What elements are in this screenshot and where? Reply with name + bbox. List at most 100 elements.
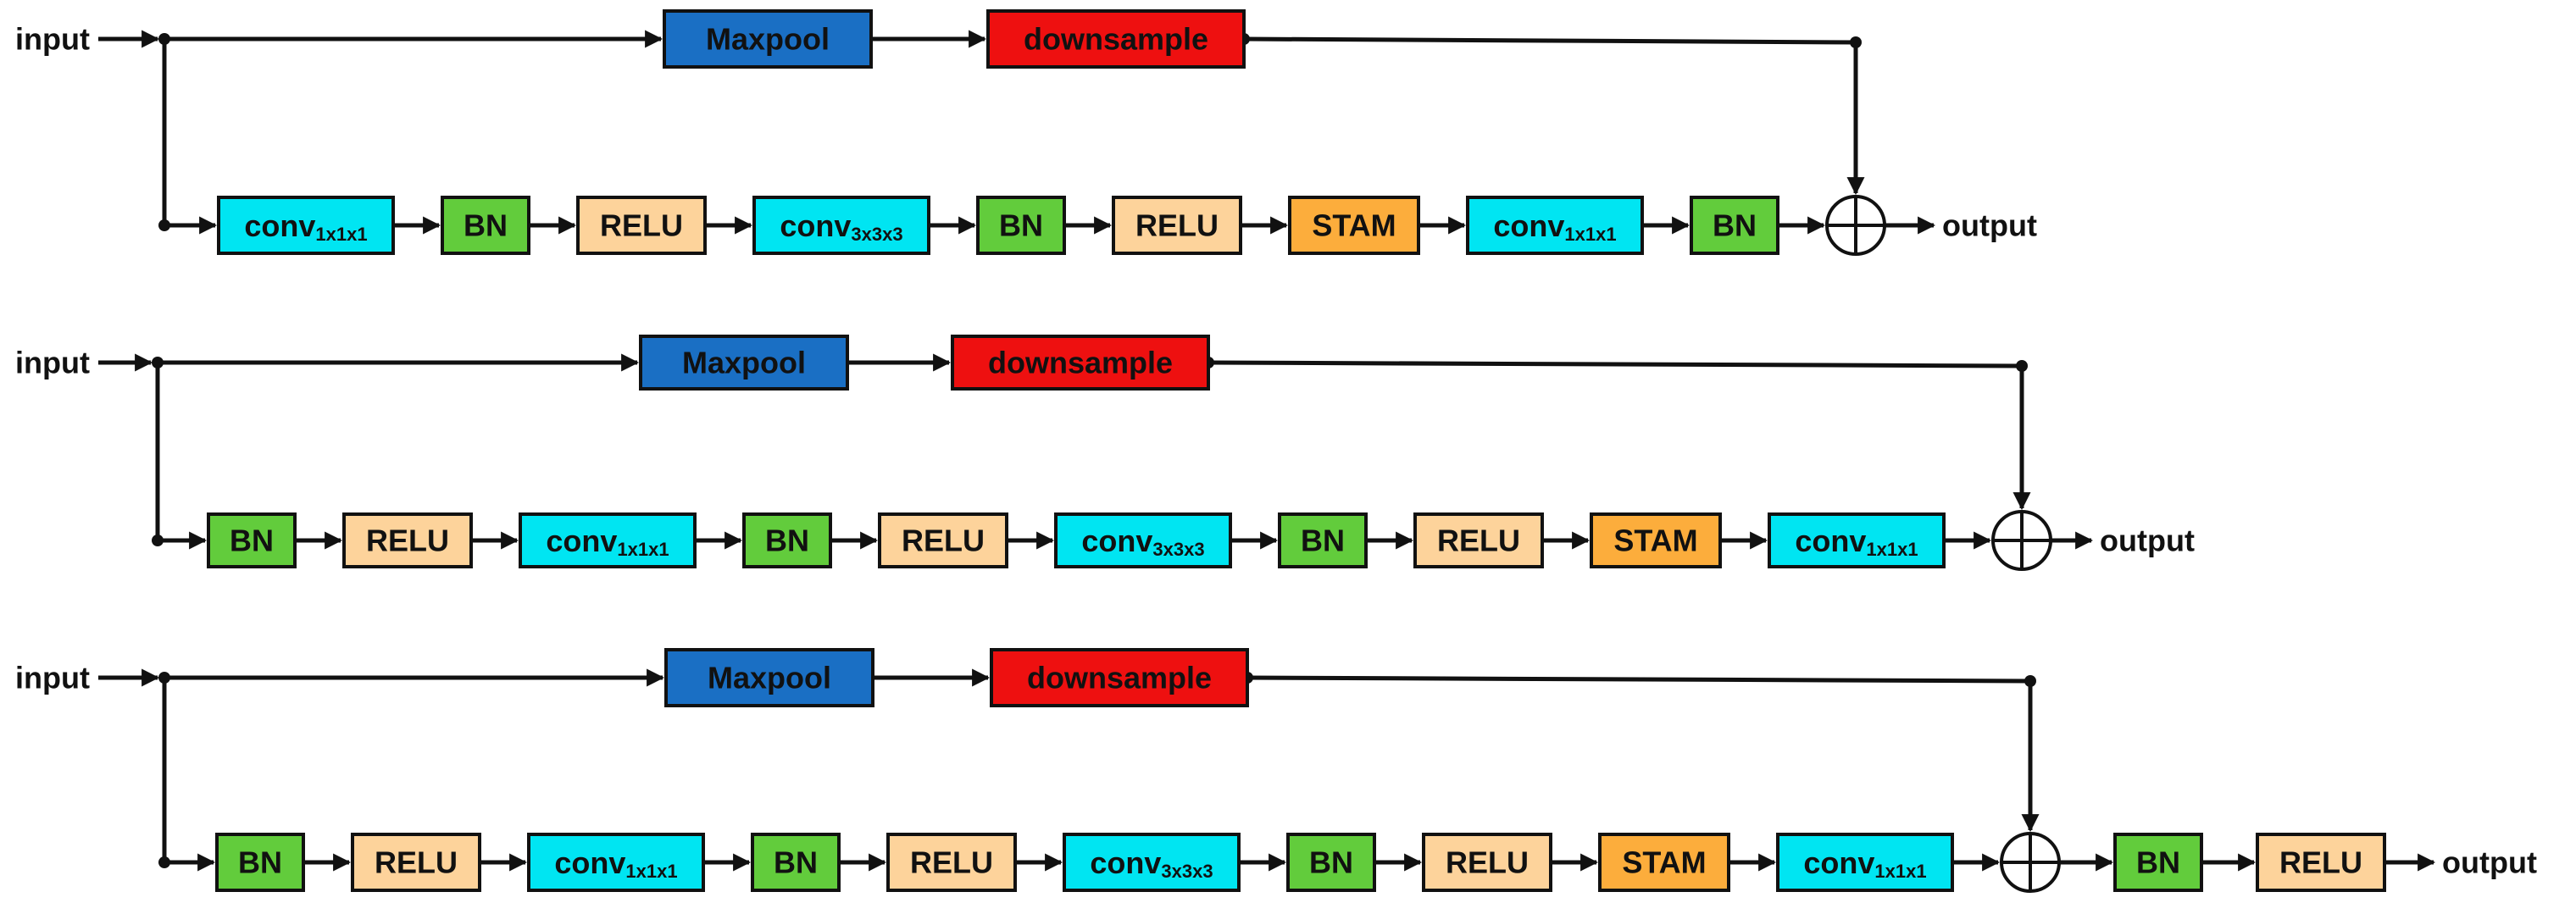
- relu-box: [2256, 833, 2386, 892]
- conv-box: [1063, 833, 1241, 892]
- conv-label: conv1x1x1: [244, 208, 367, 245]
- skip-return-line: [1208, 360, 2023, 368]
- bn-block: BN: [1690, 196, 1779, 255]
- maxpool-box: [663, 9, 873, 69]
- maxpool-box: [639, 335, 849, 391]
- conv-main-text: conv: [244, 208, 315, 243]
- relu-box: [576, 196, 707, 255]
- relu-box: [1413, 512, 1544, 568]
- relu-box: [1112, 196, 1242, 255]
- conv-subscript: 3x3x3: [851, 224, 902, 245]
- conv-label: conv1x1x1: [1795, 524, 1918, 560]
- conv-label: conv3x3x3: [1081, 524, 1204, 560]
- input-label: input: [15, 22, 90, 57]
- skip-return-line: [1246, 675, 2031, 684]
- relu-box: [878, 512, 1008, 568]
- downsample-box: [990, 648, 1249, 707]
- conv-main-text: conv: [1081, 524, 1152, 558]
- conv-label: conv1x1x1: [1493, 208, 1616, 245]
- stam-box: [1288, 196, 1420, 255]
- relu-label: RELU: [2279, 845, 2362, 880]
- bn-label: BN: [765, 524, 809, 558]
- conv-label: conv1x1x1: [546, 524, 669, 560]
- bn-box: [742, 512, 832, 568]
- relu-block: RELU: [886, 833, 1017, 892]
- stam-box: [1598, 833, 1730, 892]
- relu-block: RELU: [2256, 833, 2386, 892]
- add-operator: [1991, 510, 2052, 571]
- stam-block: STAM: [1598, 833, 1730, 892]
- bn-block: BN: [742, 512, 832, 568]
- conv-main-text: conv: [1795, 524, 1866, 558]
- conv-block: conv1x1x1: [519, 512, 697, 568]
- relu-label: RELU: [1446, 845, 1529, 880]
- conv-label: conv1x1x1: [1803, 845, 1926, 882]
- downsample-label: downsample: [1027, 661, 1212, 695]
- bn-box: [1286, 833, 1376, 892]
- maxpool-block: Maxpool: [664, 648, 874, 707]
- maxpool-block: Maxpool: [639, 335, 849, 391]
- maxpool-block: Maxpool: [663, 9, 873, 69]
- bn-label: BN: [230, 524, 274, 558]
- conv-box: [519, 512, 697, 568]
- add-operator: [1825, 195, 1886, 256]
- bn-box: [1278, 512, 1368, 568]
- conv-box: [527, 833, 705, 892]
- downsample-block: downsample: [951, 335, 1210, 391]
- maxpool-box: [664, 648, 874, 707]
- relu-box: [351, 833, 481, 892]
- output-label: output: [2100, 524, 2195, 558]
- stam-label: STAM: [1613, 524, 1697, 558]
- wires: [98, 30, 2436, 872]
- conv-subscript: 1x1x1: [617, 539, 669, 560]
- bn-block: BN: [1286, 833, 1376, 892]
- conv-block: conv1x1x1: [1768, 512, 1946, 568]
- bn-label: BN: [464, 208, 508, 243]
- stam-label: STAM: [1312, 208, 1396, 243]
- conv-subscript: 1x1x1: [625, 861, 677, 882]
- maxpool-label: Maxpool: [682, 346, 806, 380]
- bn-block: BN: [1278, 512, 1368, 568]
- conv-subscript: 3x3x3: [1152, 539, 1204, 560]
- bn-box: [207, 512, 297, 568]
- bn-label: BN: [1713, 208, 1757, 243]
- bn-box: [1690, 196, 1779, 255]
- maxpool-label: Maxpool: [706, 22, 830, 57]
- downsample-label: downsample: [988, 346, 1173, 380]
- conv-main-text: conv: [1090, 845, 1161, 880]
- downsample-box: [986, 9, 1246, 69]
- bn-block: BN: [441, 196, 530, 255]
- conv-box: [217, 196, 395, 255]
- input-label: input: [15, 346, 90, 380]
- bn-box: [751, 833, 841, 892]
- conv-subscript: 1x1x1: [1874, 861, 1926, 882]
- relu-block: RELU: [878, 512, 1008, 568]
- bn-block: BN: [976, 196, 1066, 255]
- bn-label: BN: [238, 845, 282, 880]
- conv-main-text: conv: [1803, 845, 1874, 880]
- input-label: input: [15, 661, 90, 695]
- conv-label: conv3x3x3: [780, 208, 902, 245]
- relu-block: RELU: [576, 196, 707, 255]
- bn-box: [2113, 833, 2203, 892]
- relu-box: [886, 833, 1017, 892]
- bn-block: BN: [207, 512, 297, 568]
- relu-block: RELU: [351, 833, 481, 892]
- bn-label: BN: [774, 845, 818, 880]
- conv-box: [1776, 833, 1954, 892]
- conv-box: [1054, 512, 1232, 568]
- stam-block: STAM: [1590, 512, 1722, 568]
- conv-main-text: conv: [780, 208, 851, 243]
- conv-block: conv1x1x1: [217, 196, 395, 255]
- conv-main-text: conv: [1493, 208, 1564, 243]
- relu-label: RELU: [375, 845, 458, 880]
- conv-main-text: conv: [554, 845, 625, 880]
- bn-label: BN: [999, 208, 1043, 243]
- conv-label: conv1x1x1: [554, 845, 677, 882]
- bn-block: BN: [751, 833, 841, 892]
- bn-box: [976, 196, 1066, 255]
- stam-block: STAM: [1288, 196, 1420, 255]
- output-label: output: [2442, 845, 2537, 880]
